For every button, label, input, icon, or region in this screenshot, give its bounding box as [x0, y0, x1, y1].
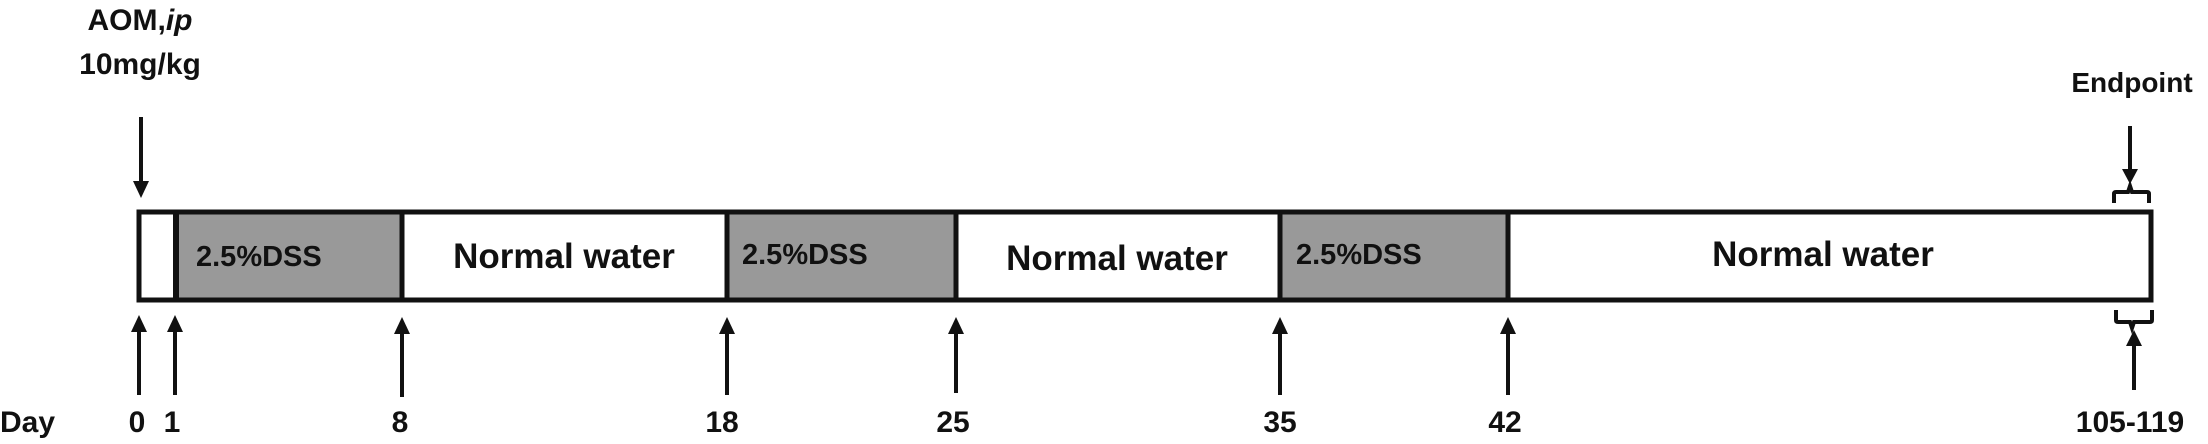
segment-label-dss-2: 2.5%DSS [742, 239, 868, 271]
tick-day-25: 25 [936, 406, 969, 439]
timeline-bar: 2.5%DSS Normal water 2.5%DSS Normal wate… [136, 209, 2154, 303]
aom-label-line1: AOM,ip [88, 4, 193, 37]
tick-day-8: 8 [392, 406, 409, 439]
up-arrow-icon-day-1 [167, 315, 183, 395]
endpoint-top-bracket [2112, 179, 2151, 203]
tick-day-105-119: 105-119 [2076, 406, 2184, 439]
segment-label-water-3: Normal water [1712, 235, 1934, 274]
up-arrow-icon-day-25 [948, 317, 964, 393]
segment-dss-3 [1281, 212, 1507, 300]
segment-label-dss-1: 2.5%DSS [196, 241, 322, 273]
tick-day-42: 42 [1488, 406, 1521, 439]
segment-water-3 [1510, 212, 2150, 300]
up-arrow-icon-day-18 [719, 317, 735, 395]
segment-water-2 [958, 212, 1278, 300]
segment-pre [139, 212, 175, 300]
tick-day-35: 35 [1263, 406, 1296, 439]
aom-dose-label: 10mg/kg [79, 48, 201, 81]
endpoint-down-arrow-icon [2122, 126, 2138, 184]
aom-down-arrow-icon [133, 117, 149, 198]
up-arrow-icon-endpoint [2126, 330, 2142, 390]
tick-day-1: 1 [164, 406, 181, 439]
segment-dss-2 [728, 212, 955, 300]
segment-label-water-2: Normal water [1006, 239, 1228, 278]
up-arrow-icon-day-42 [1500, 317, 1516, 395]
segment-label-water-1: Normal water [453, 237, 675, 276]
endpoint-bottom-bracket [2114, 310, 2154, 335]
tick-day-0: 0 [129, 406, 146, 439]
segment-water-1 [404, 212, 725, 300]
segment-dss-1 [178, 212, 401, 300]
day-axis-label: Day [0, 406, 55, 439]
up-arrow-icon-day-0 [131, 315, 147, 395]
up-arrow-icon-day-8 [394, 317, 410, 397]
segment-label-dss-3: 2.5%DSS [1296, 239, 1422, 271]
up-arrow-icon-day-35 [1272, 317, 1288, 395]
tick-day-18: 18 [705, 406, 738, 439]
timeline-border [136, 209, 2154, 303]
endpoint-label: Endpoint [2071, 67, 2192, 98]
